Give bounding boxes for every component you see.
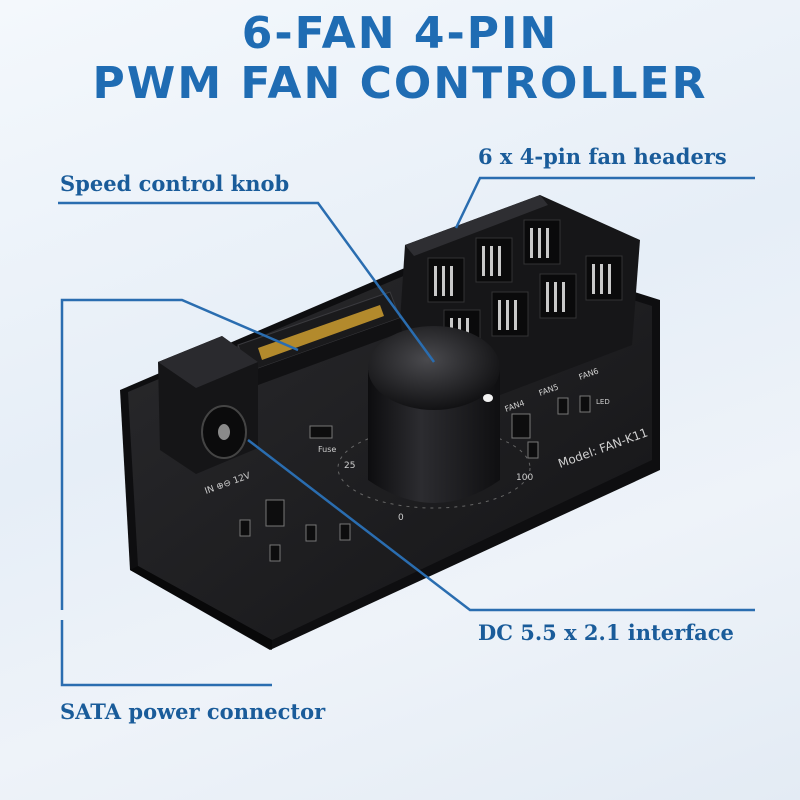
dc-power-jack [158,336,258,474]
led-label: LED [596,398,610,406]
dial-min-label: 0 [398,513,404,523]
callout-lines [58,176,755,687]
speed-control-knob[interactable] [337,326,531,509]
callout-dc-interface: DC 5.5 x 2.1 interface [478,620,734,645]
callout-sata: SATA power connector [60,699,326,724]
title-line-2: PWM FAN CONTROLLER [92,58,708,109]
title-line-1: 6-FAN 4-PIN [241,8,559,59]
callout-fan-headers: 6 x 4-pin fan headers [478,144,727,169]
fuse-label: Fuse [318,445,336,454]
smd-components [239,395,591,562]
dial-max-label: 100 [516,473,533,483]
dial-mid-label: 25 [344,461,355,471]
callout-speed-knob: Speed control knob [60,171,290,196]
